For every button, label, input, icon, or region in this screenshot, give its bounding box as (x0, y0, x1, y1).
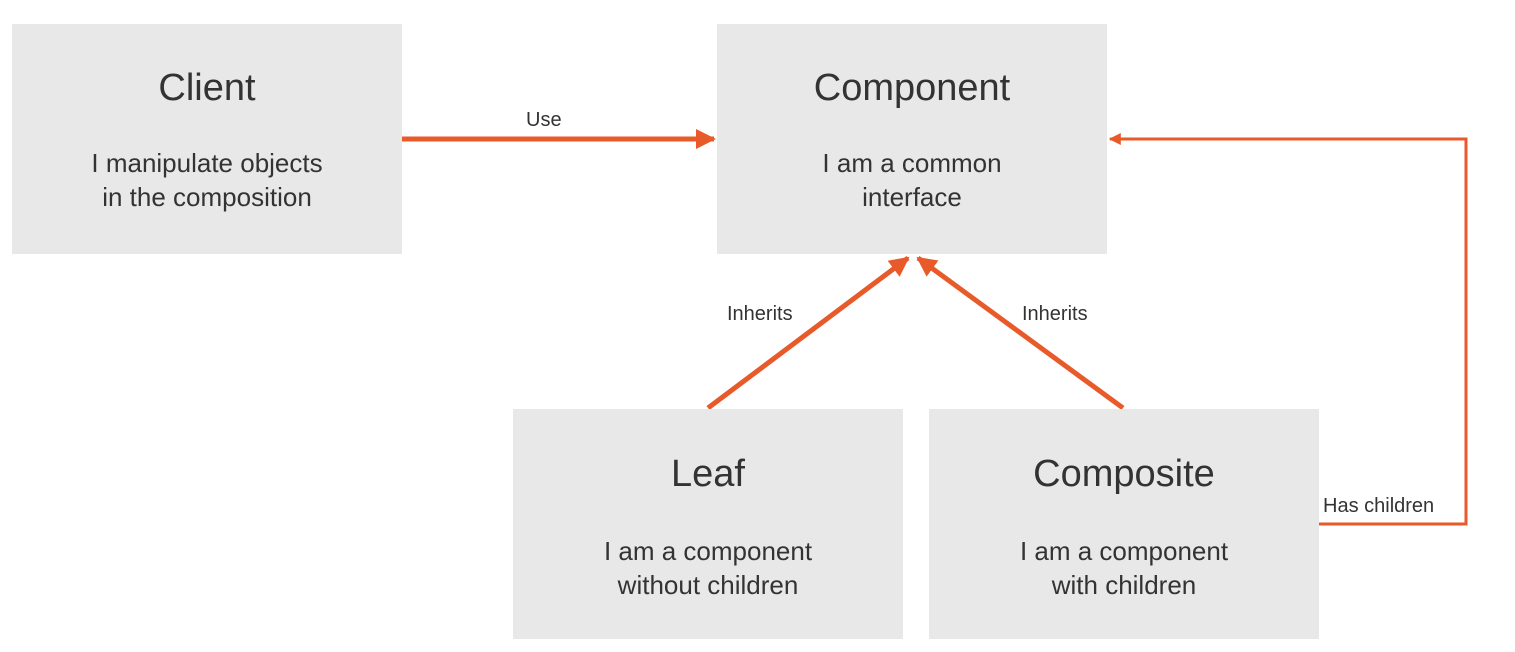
leaf-box: Leaf I am a component without children (513, 409, 903, 639)
component-title: Component (813, 67, 1011, 109)
composite-inherits-arrow (916, 255, 1125, 411)
client-title: Client (158, 67, 256, 109)
has-children-label: Has children (1323, 495, 1435, 517)
client-box: Client I manipulate objects in the compo… (12, 24, 402, 254)
composite-description: I am a component with children (1019, 536, 1229, 600)
leaf-inherits-label: Inherits (727, 303, 793, 325)
composite-inherits-label: Inherits (1022, 303, 1088, 325)
leaf-inherits-arrow (706, 256, 910, 410)
component-box: Component I am a common interface (717, 24, 1107, 254)
use-label: Use (526, 109, 562, 131)
composite-title: Composite (1033, 453, 1215, 495)
leaf-title: Leaf (671, 453, 745, 495)
composite-box: Composite I am a component with children (929, 409, 1319, 639)
client-description: I manipulate objects in the composition (91, 148, 323, 212)
leaf-description: I am a component without children (603, 536, 813, 600)
component-description: I am a common interface (822, 148, 1002, 212)
